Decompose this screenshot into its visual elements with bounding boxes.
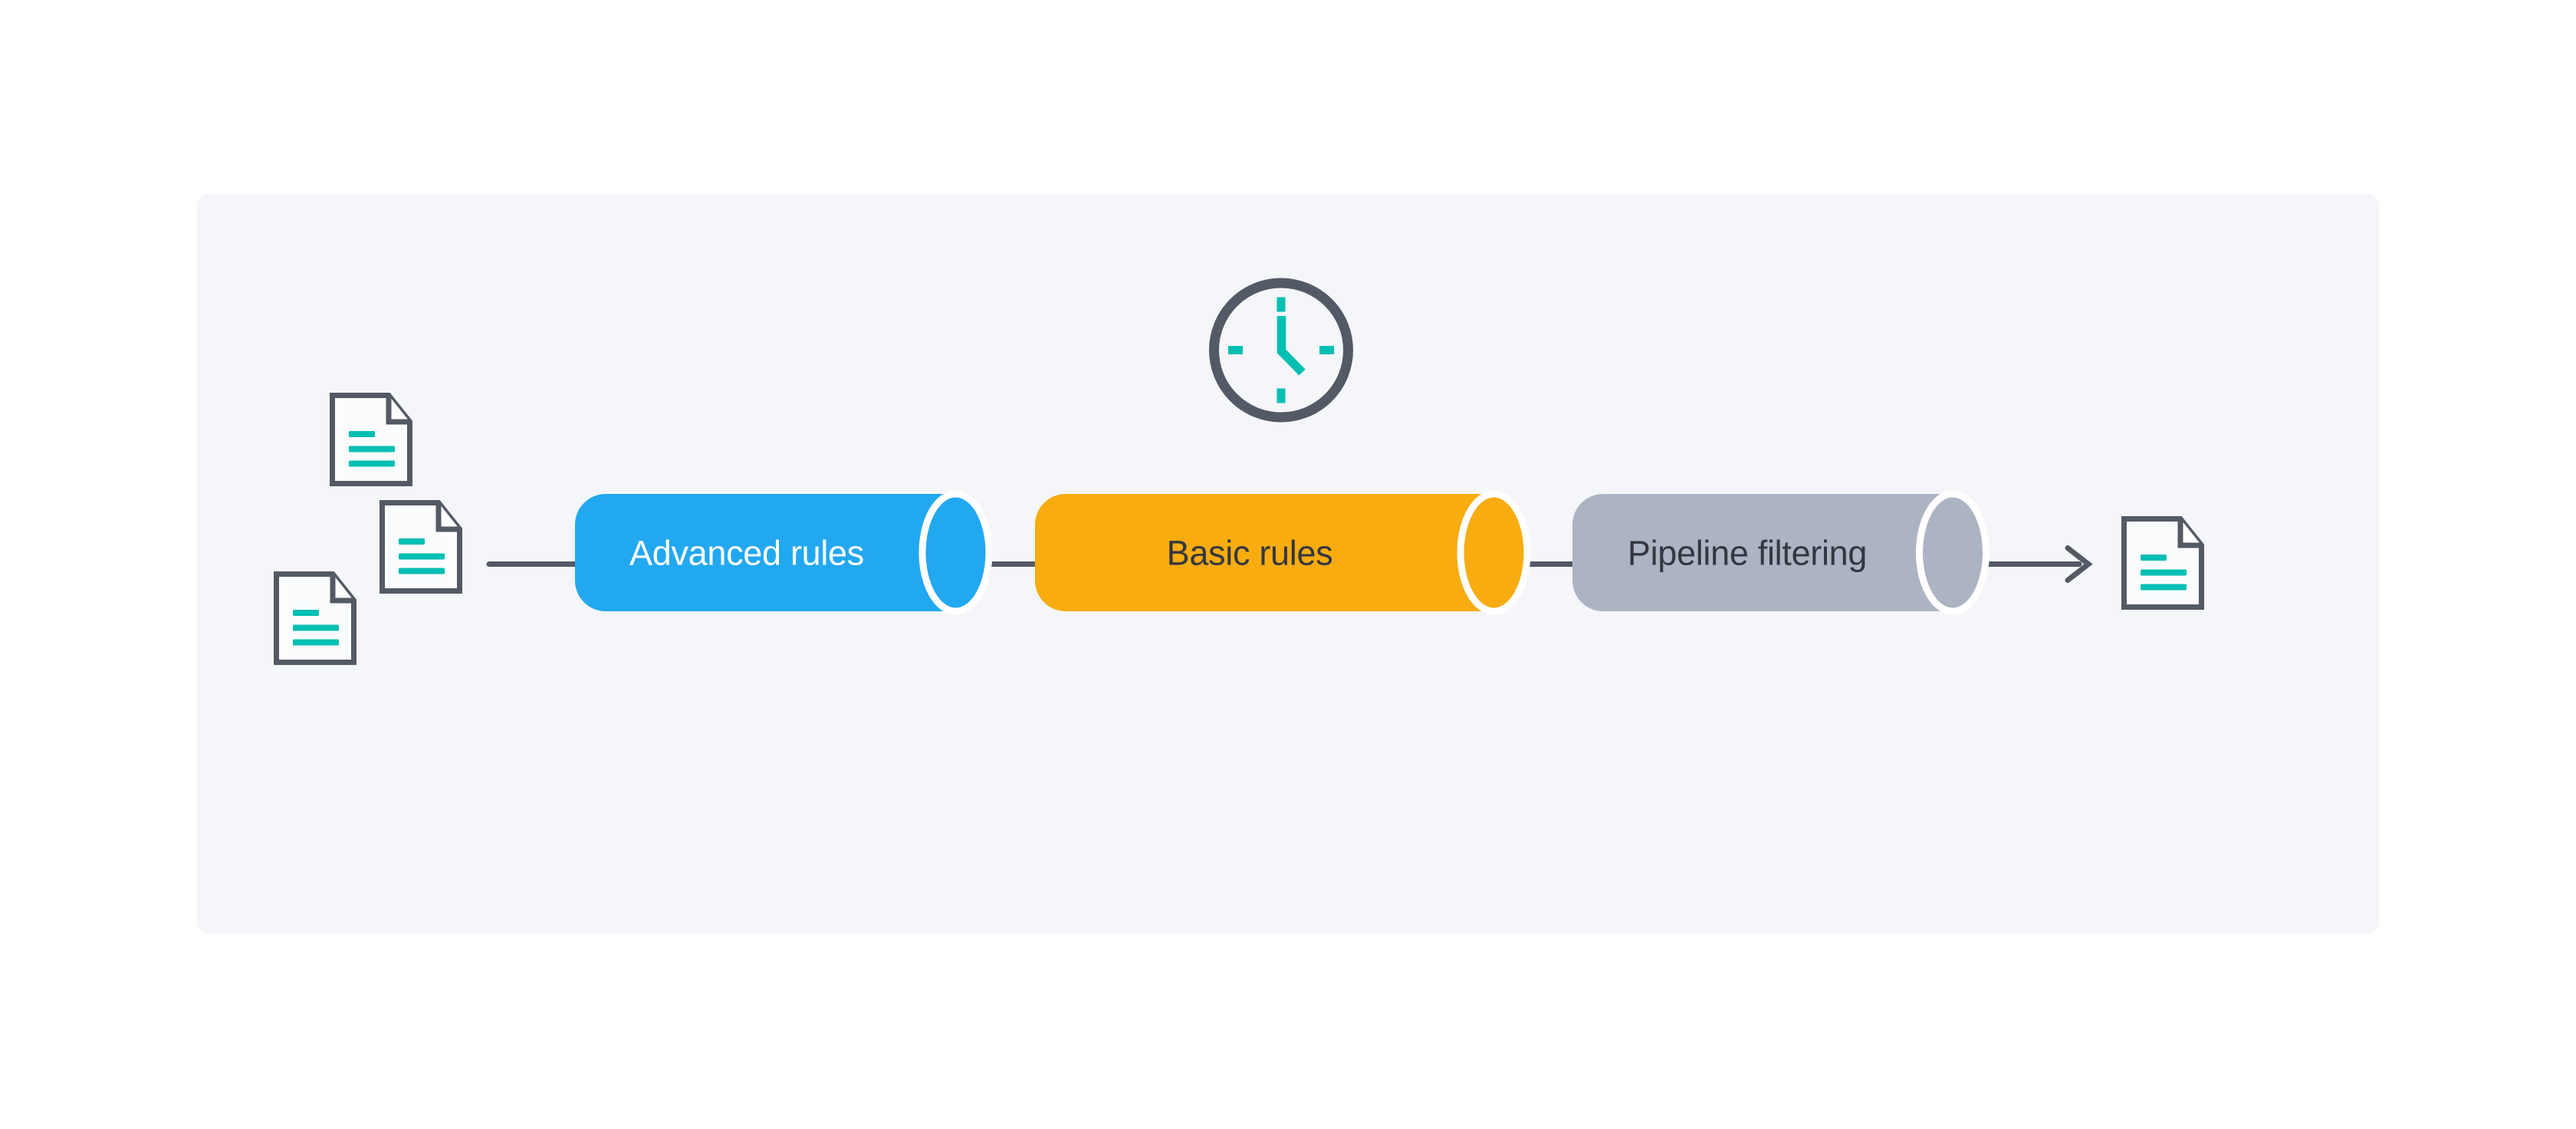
input-document-2: [383, 503, 460, 591]
stage-pipeline-filtering: Pipeline filtering: [1572, 490, 1990, 615]
clock-tick-6: [1276, 388, 1286, 403]
clock-tick-9: [1228, 346, 1243, 354]
arrow-right-icon: [1983, 545, 2093, 583]
clock-tick-12: [1276, 297, 1286, 312]
cylinder-cap: [1457, 490, 1531, 615]
cylinder-body: [1572, 494, 1953, 611]
input-document-3: [277, 574, 354, 663]
arrow-head: [2065, 545, 2093, 583]
cylinder-body: [575, 494, 956, 611]
cylinder-body: [1035, 494, 1494, 611]
clock-hands: [1276, 316, 1306, 376]
stage-advanced-rules: Advanced rules: [575, 490, 993, 615]
cylinder-cap: [918, 490, 993, 615]
cylinder-cap: [1916, 490, 1990, 615]
stage-label: Advanced rules: [629, 534, 864, 573]
stage-label: Pipeline filtering: [1628, 534, 1867, 573]
stage-basic-rules: Basic rules: [1035, 490, 1531, 615]
input-document-1: [333, 396, 410, 484]
stage-label: Basic rules: [1167, 534, 1333, 573]
clock-icon: [1209, 278, 1353, 423]
clock-tick-3: [1319, 346, 1334, 354]
clock-face: [1209, 278, 1353, 423]
output-document: [2124, 519, 2202, 607]
